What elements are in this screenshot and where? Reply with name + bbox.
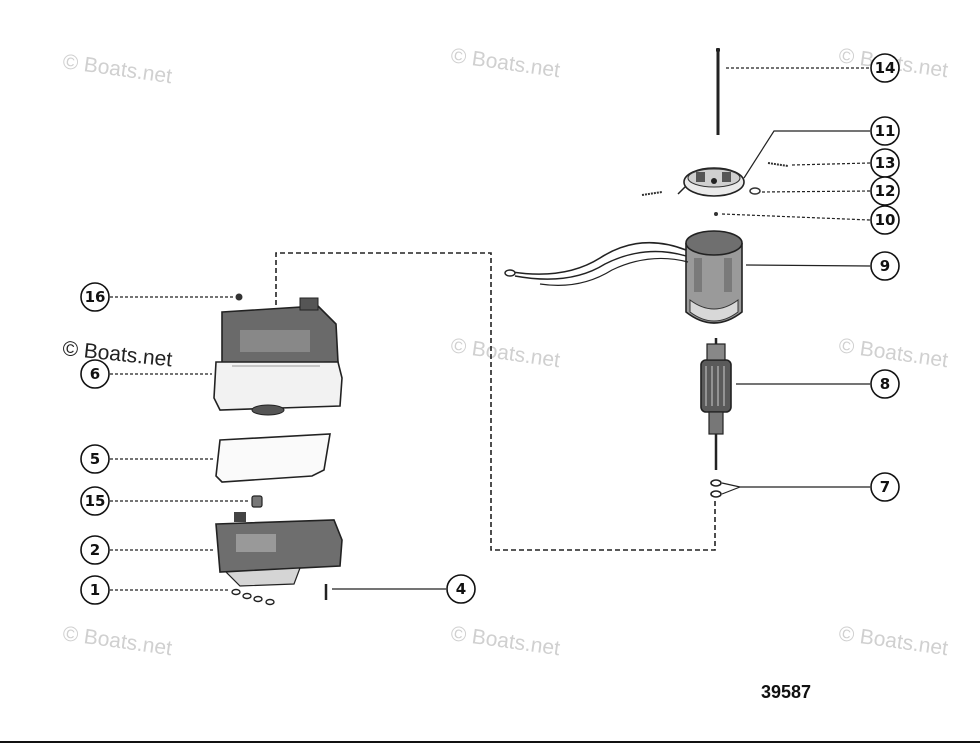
callout-14[interactable]: 14 [870,53,900,83]
watermark-text: © Boats.net [61,50,173,88]
watermark-text: © Boats.net [837,622,949,660]
callout-6[interactable]: 6 [80,359,110,389]
callout-1[interactable]: 1 [80,575,110,605]
callout-label: 16 [85,288,106,306]
part-8-armature [700,338,732,470]
part-16-ball [235,293,243,301]
watermark-text-dark: © Boats.net [61,337,173,371]
callout-label: 14 [875,59,896,77]
callout-label: 10 [875,211,896,229]
callout-label: 4 [456,580,466,598]
part-1-o-rings [231,588,275,606]
callout-label: 1 [90,581,100,599]
callout-label: 5 [90,450,100,468]
part-13-screw [767,162,789,167]
watermark-text: © Boats.net [837,334,949,372]
watermarks: © Boats.net © Boats.net © Boats.net © Bo… [61,44,949,660]
callout-4[interactable]: 4 [446,574,476,604]
callout-label: 7 [880,478,890,496]
part-7-washers [710,479,722,498]
watermark-text: © Boats.net [449,44,561,82]
part-12-clip [641,187,761,196]
figure-number: 39587 [761,682,811,702]
part-15-plug [251,495,263,508]
callout-label: 11 [875,122,896,140]
callout-label: 12 [875,182,896,200]
callout-2[interactable]: 2 [80,535,110,565]
callout-15[interactable]: 15 [80,486,110,516]
callout-11[interactable]: 11 [870,116,900,146]
callout-10[interactable]: 10 [870,205,900,235]
part-2-pump-body [215,512,343,587]
watermark-text: © Boats.net [449,334,561,372]
leader-lines [110,67,871,591]
assembly-dashed-line [275,252,716,551]
callout-label: 6 [90,365,100,383]
callout-label: 13 [875,154,896,172]
callout-label: 15 [85,492,106,510]
part-5-gasket [215,433,331,483]
callout-16[interactable]: 16 [80,282,110,312]
callout-8[interactable]: 8 [870,369,900,399]
callout-5[interactable]: 5 [80,444,110,474]
callout-9[interactable]: 9 [870,251,900,281]
callout-7[interactable]: 7 [870,472,900,502]
callout-label: 8 [880,375,890,393]
part-9-motor-frame [504,230,743,324]
part-6-housing [213,297,343,416]
part-14-rod [716,48,720,135]
part-10-washer [714,212,718,216]
callout-13[interactable]: 13 [870,148,900,178]
watermark-text: © Boats.net [61,622,173,660]
watermark-text: © Boats.net [449,622,561,660]
callout-label: 2 [90,541,100,559]
part-11-brush-holder [677,167,745,197]
callout-12[interactable]: 12 [870,176,900,206]
callout-label: 9 [880,257,890,275]
